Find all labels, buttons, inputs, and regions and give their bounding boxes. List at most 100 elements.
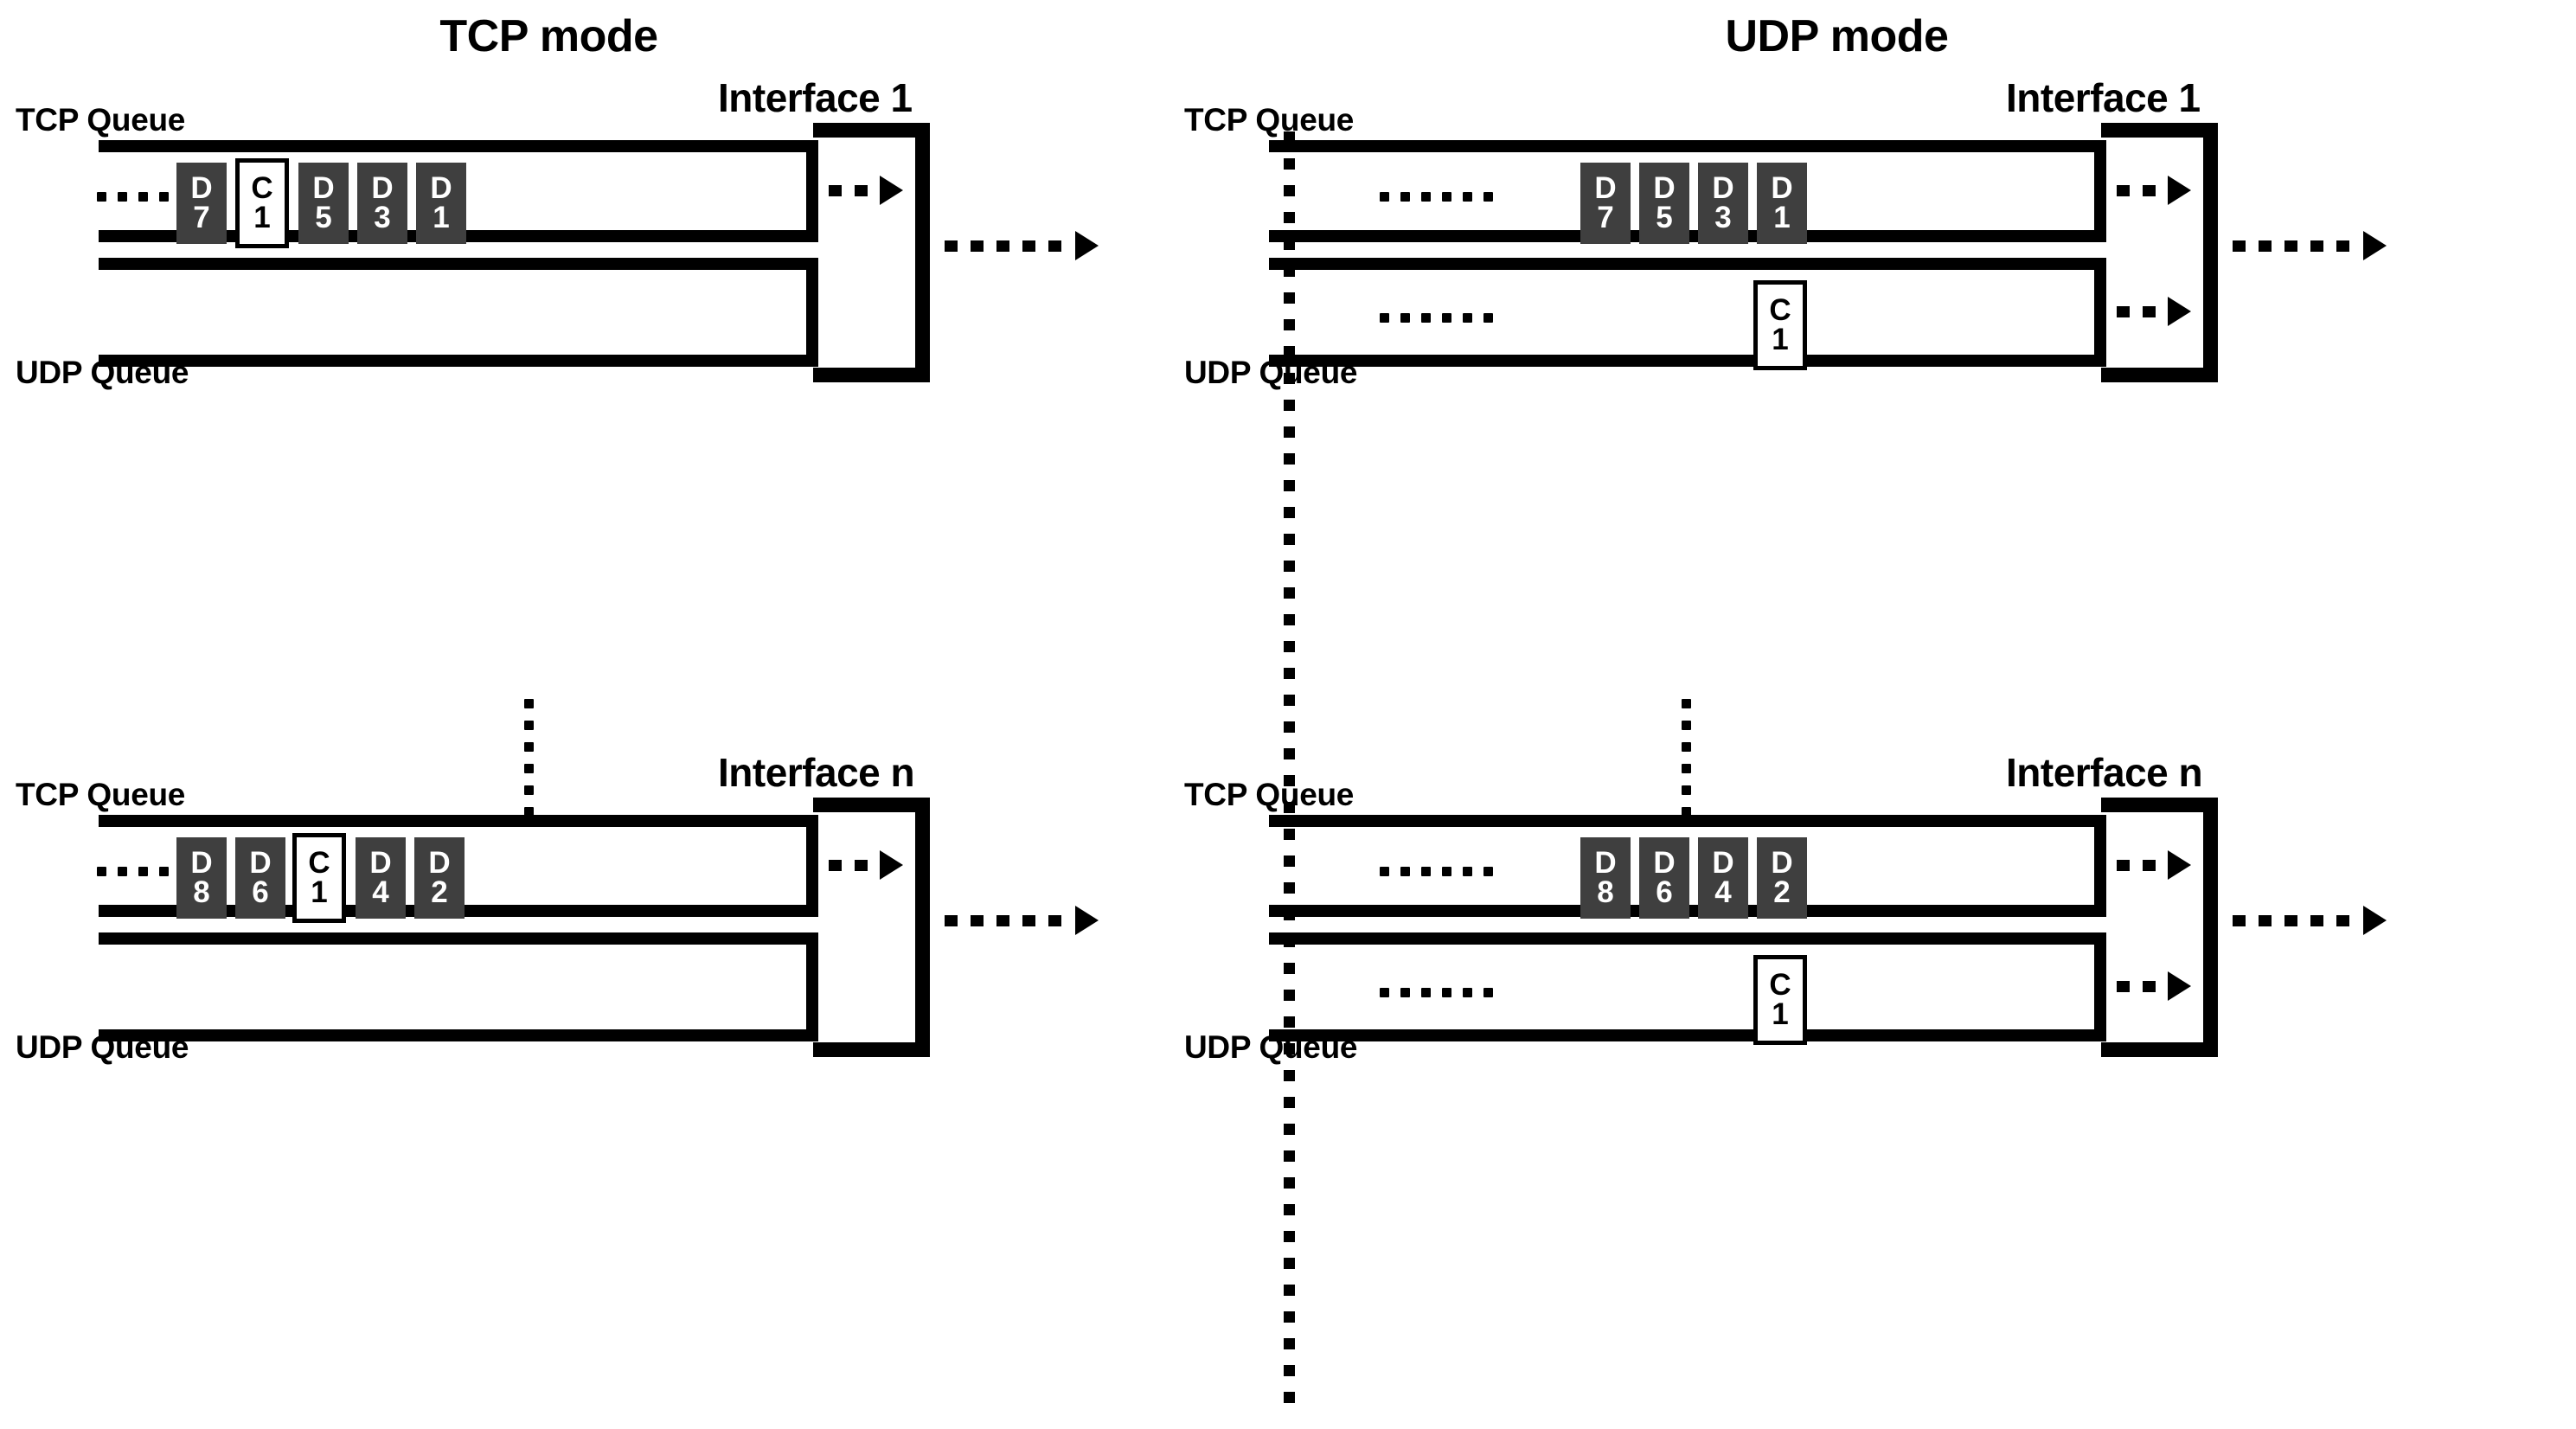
packet-letter: D (190, 170, 213, 205)
packet-cell: C 1 (1753, 955, 1807, 1045)
udp-mode-panel: UDP mode Interface 1 TCP Queue D 7 D 5 (1184, 0, 2576, 1429)
packet-index: 8 (1597, 875, 1614, 909)
packet-index: 4 (372, 875, 389, 909)
packet-index: 1 (433, 201, 450, 234)
packet-index: 8 (193, 875, 210, 909)
packet-letter: D (369, 845, 392, 880)
packet-letter: D (1771, 845, 1793, 880)
packet-letter: D (1653, 170, 1676, 205)
packet-index: 6 (1656, 875, 1673, 909)
packet-letter: D (312, 170, 335, 205)
packet-cell: D 7 (176, 163, 227, 244)
udp-if1-udp-queue: C 1 (1269, 258, 2106, 370)
udp-interface-n-label: Interface n (2006, 750, 2203, 795)
udp-ifn-tcp-queue-label: TCP Queue (1184, 777, 1355, 812)
tcp-mode-title: TCP mode (439, 11, 658, 61)
packet-letter: D (428, 845, 451, 880)
packet-index: 1 (1772, 323, 1789, 356)
packet-cell: D 6 (1639, 837, 1689, 919)
tcp-interface-1-group: Interface 1 TCP Queue D 7 C 1 D (0, 69, 1288, 390)
udp-mode-title: UDP mode (1725, 11, 1949, 61)
packet-letter: D (1712, 845, 1734, 880)
packet-index: 3 (1714, 201, 1732, 234)
packet-letter: D (249, 845, 272, 880)
packet-index: 1 (311, 875, 328, 909)
udp-if1-udp-queue-label: UDP Queue (1184, 355, 1358, 390)
udp-if1-tcp-queue: D 7 D 5 D 3 D 1 (1269, 140, 2106, 244)
packet-letter: D (1771, 170, 1793, 205)
packet-cell: D 2 (1757, 837, 1807, 919)
tcp-ifn-udp-queue-label: UDP Queue (16, 1029, 189, 1065)
packet-letter: C (1769, 967, 1791, 1002)
packet-cell: D 1 (1757, 163, 1807, 244)
udp-if1-tcp-queue-label: TCP Queue (1184, 102, 1355, 138)
packet-cell: C 1 (1753, 280, 1807, 370)
packet-cell: D 3 (357, 163, 407, 244)
tcp-ifn-tcp-queue-out-arrow-icon (829, 850, 903, 880)
udp-interface-1-label: Interface 1 (2006, 75, 2201, 120)
packet-letter: C (251, 170, 273, 205)
packet-index: 1 (253, 201, 271, 234)
packet-cell: D 6 (235, 837, 285, 919)
packet-letter: D (1594, 845, 1617, 880)
tcp-if1-udp-queue-label: UDP Queue (16, 355, 189, 390)
tcp-mode-panel: TCP mode Interface 1 TCP Queue D 7 C 1 (0, 11, 1288, 1065)
udp-if1-udp-queue-ellipsis-icon (1380, 313, 1493, 323)
tcp-interface-1-bracket (813, 123, 930, 382)
packet-cell: D 8 (176, 837, 227, 919)
packet-cell: D 4 (356, 837, 406, 919)
packet-letter: D (1712, 170, 1734, 205)
packet-cell: D 3 (1698, 163, 1748, 244)
packet-index: 5 (1656, 201, 1673, 234)
packet-index: 1 (1773, 201, 1791, 234)
tcp-interface-n-group: Interface n TCP Queue D 8 D 6 C 1 (0, 744, 1288, 1065)
udp-interface-n-group: Interface n TCP Queue D 8 D 6 D 4 (1184, 744, 2576, 1065)
udp-interface-1-group: Interface 1 TCP Queue D 7 D 5 D 3 (1184, 69, 2576, 390)
tcp-interfaces-vertical-ellipsis-icon (524, 699, 534, 817)
udp-if1-interface-out-arrow-icon (2233, 231, 2387, 260)
packet-index: 5 (315, 201, 332, 234)
udp-interfaces-vertical-ellipsis-icon (1682, 699, 1691, 817)
udp-ifn-interface-out-arrow-icon (2233, 906, 2387, 935)
packet-cell: D 8 (1580, 837, 1631, 919)
udp-if1-tcp-queue-ellipsis-icon (1380, 192, 1493, 202)
tcp-if1-interface-out-arrow-icon (945, 231, 1099, 260)
udp-ifn-tcp-queue-out-arrow-icon (2117, 850, 2191, 880)
packet-cell: D 7 (1580, 163, 1631, 244)
packet-index: 2 (431, 875, 448, 909)
udp-ifn-udp-queue-ellipsis-icon (1380, 988, 1493, 997)
packet-index: 6 (252, 875, 269, 909)
udp-if1-udp-queue-out-arrow-icon (2117, 297, 2191, 326)
packet-index: 7 (1597, 201, 1614, 234)
tcp-if1-tcp-queue-out-arrow-icon (829, 176, 903, 205)
udp-ifn-tcp-queue-ellipsis-icon (1380, 867, 1493, 876)
packet-letter: C (1769, 292, 1791, 327)
packet-cell: D 2 (414, 837, 465, 919)
packet-letter: D (1653, 845, 1676, 880)
packet-cell: D 4 (1698, 837, 1748, 919)
packet-cell: D 5 (298, 163, 349, 244)
mode-divider (1284, 131, 1295, 1403)
tcp-ifn-tcp-queue: D 8 D 6 C 1 D 4 D 2 (97, 815, 818, 923)
udp-ifn-udp-queue: C 1 (1269, 932, 2106, 1045)
tcp-ifn-tcp-queue-label: TCP Queue (16, 777, 186, 812)
packet-index: 4 (1714, 875, 1732, 909)
packet-letter: C (308, 845, 330, 880)
udp-interface-n-bracket (2101, 798, 2218, 1057)
tcp-if1-tcp-queue-label: TCP Queue (16, 102, 186, 138)
udp-ifn-udp-queue-out-arrow-icon (2117, 971, 2191, 1001)
packet-index: 1 (1772, 997, 1789, 1031)
udp-ifn-tcp-queue: D 8 D 6 D 4 D 2 (1269, 815, 2106, 919)
packet-index: 3 (374, 201, 391, 234)
tcp-interface-n-bracket (813, 798, 930, 1057)
packet-cell: C 1 (292, 833, 346, 923)
tcp-if1-tcp-queue: D 7 C 1 D 5 D 3 D 1 (97, 140, 818, 248)
tcp-interface-n-label: Interface n (718, 750, 915, 795)
packet-index: 7 (193, 201, 210, 234)
packet-letter: D (371, 170, 394, 205)
packet-letter: D (190, 845, 213, 880)
packet-cell: D 5 (1639, 163, 1689, 244)
tcp-interface-1-label: Interface 1 (718, 75, 913, 120)
packet-letter: D (1594, 170, 1617, 205)
